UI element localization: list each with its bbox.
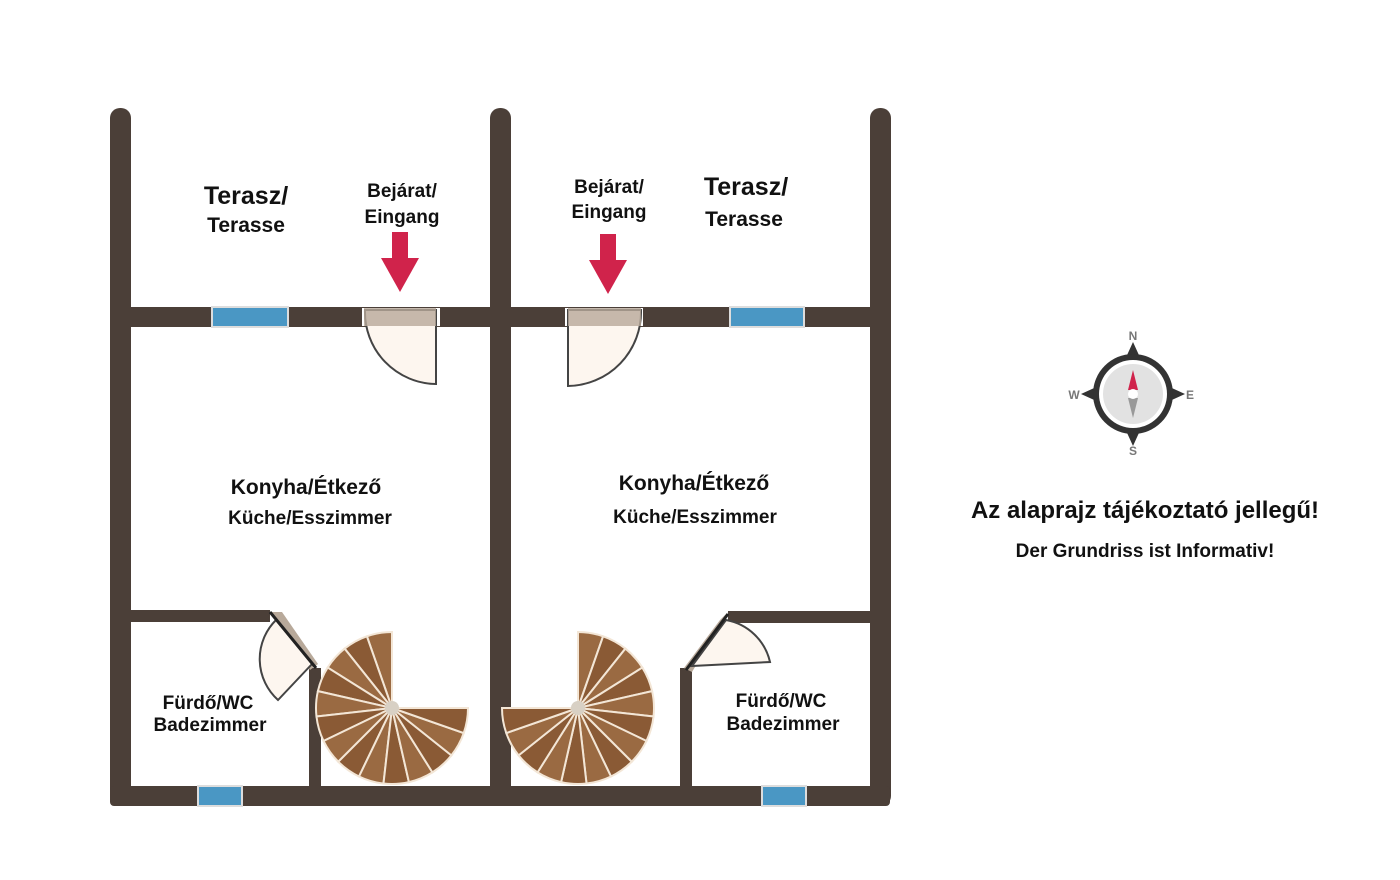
compass-north: N: [1129, 329, 1138, 343]
compass-west: W: [1068, 388, 1080, 402]
disclaimer-hu: Az alaprajz tájékoztató jellegű!: [970, 497, 1320, 524]
terrace-label: Terasz/: [704, 173, 788, 201]
spiral-stair-left: [315, 630, 470, 785]
compass-icon: N S W E: [1068, 329, 1194, 458]
wall-bottom: [110, 786, 890, 806]
wall-bath-left-top: [130, 610, 270, 622]
kitchen-label: Küche/Esszimmer: [228, 508, 392, 529]
window: [729, 306, 805, 328]
compass-south: S: [1129, 444, 1137, 458]
terrace-label: Terasse: [705, 208, 783, 231]
entrance-label: Bejárat/: [367, 181, 437, 202]
wall-bath-right-side: [680, 668, 692, 788]
kitchen-label: Küche/Esszimmer: [613, 507, 777, 528]
wall-middle: [490, 108, 511, 806]
wall-terrace: [110, 307, 890, 327]
terrace-label: Terasz/: [204, 182, 288, 210]
window: [211, 306, 289, 328]
entrance-door-left: [363, 308, 437, 386]
windows: [197, 306, 807, 807]
entrance-arrow-left: [381, 232, 419, 292]
window: [197, 785, 243, 807]
stair-step: [500, 707, 579, 735]
wall-left: [110, 108, 131, 806]
wall-bath-right-top: [728, 611, 870, 623]
bathroom-label: Fürdő/WC: [163, 693, 254, 714]
kitchen-label: Konyha/Étkező: [619, 472, 770, 495]
walls: [110, 108, 891, 806]
compass-east: E: [1186, 388, 1194, 402]
disclaimer-de: Der Grundriss ist Informativ!: [1015, 541, 1275, 562]
entrance-label: Bejárat/: [574, 177, 644, 198]
bathroom-label: Badezimmer: [727, 714, 841, 735]
entrance-label: Eingang: [572, 202, 647, 223]
bathroom-label: Badezimmer: [154, 715, 268, 736]
window: [761, 785, 807, 807]
entrance-arrow-right: [589, 234, 627, 294]
entrance-label: Eingang: [365, 207, 440, 228]
bath-door-right: [684, 612, 772, 672]
wall-right: [870, 108, 891, 806]
stair-post: [385, 701, 399, 715]
stair-step: [391, 707, 470, 735]
kitchen-label: Konyha/Étkező: [231, 476, 382, 499]
bathroom-label: Fürdő/WC: [736, 691, 827, 712]
stair-post: [571, 701, 585, 715]
terrace-label: Terasse: [207, 214, 285, 237]
bath-door-left: [258, 611, 318, 702]
spiral-stair-right: [500, 630, 655, 785]
entrance-door-right: [567, 308, 643, 388]
